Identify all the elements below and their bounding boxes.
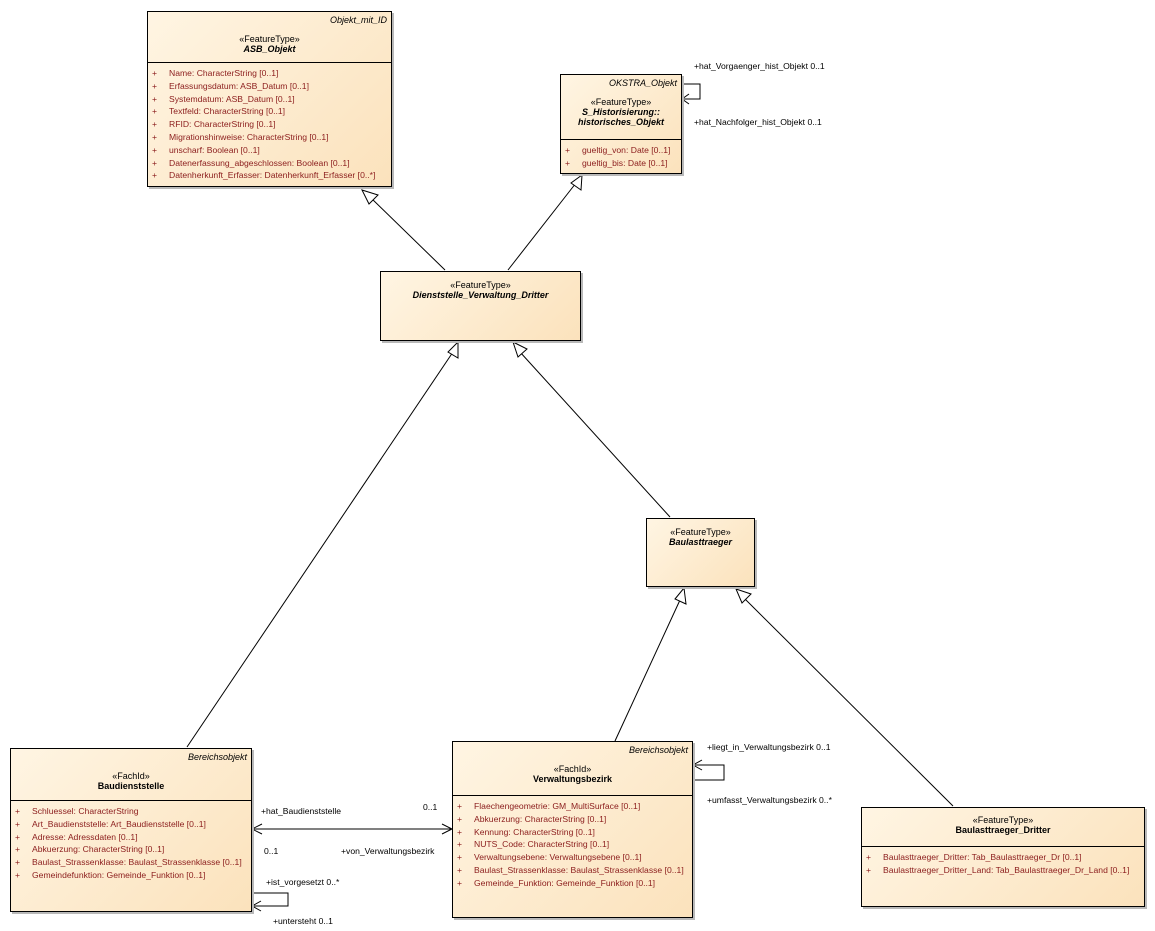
stereotype-label: «FeatureType»: [972, 815, 1034, 825]
generalization-arrowhead: [361, 189, 379, 205]
attribute-list: +gueltig_von: Date [0..1] +gueltig_bis: …: [561, 140, 681, 170]
attribute-row: +Adresse: Adressdaten [0..1]: [15, 831, 138, 842]
class-name: historisches_Objekt: [577, 117, 665, 127]
self-association-line: [252, 892, 289, 907]
attribute-row: +Abkuerzung: CharacterString [0..1]: [15, 844, 165, 855]
role-label-hat-nachfolger: +hat_Nachfolger_hist_Objekt 0..1: [694, 117, 822, 127]
attribute-row: +Systemdatum: ASB_Datum [0..1]: [152, 93, 295, 104]
class-name: Baulasttraeger_Dritter: [955, 825, 1051, 835]
attribute-row: +Baulasttraeger_Dritter: Tab_Baulasttrae…: [866, 852, 1082, 862]
class-header: Bereichsobjekt «FachId» Baudienststelle: [11, 749, 251, 801]
class-name: Baulasttraeger: [668, 537, 733, 547]
stereotype-label: «FeatureType»: [239, 34, 300, 44]
stereotype-label: «FeatureType»: [670, 527, 731, 537]
class-header: Bereichsobjekt «FachId» Verwaltungsbezir…: [453, 742, 692, 796]
role-label-ist-vorgesetzt: +ist_vorgesetzt 0..*: [266, 877, 340, 887]
parent-class-label: Objekt_mit_ID: [329, 15, 387, 25]
class-baulasttraeger[interactable]: «FeatureType» Baulasttraeger: [646, 518, 755, 587]
class-asb-objekt[interactable]: Objekt_mit_ID «FeatureType» ASB_Objekt +…: [147, 11, 392, 187]
self-association-line: [693, 764, 725, 781]
stereotype-label: «FachId»: [553, 764, 592, 774]
attribute-row: +Verwaltungsebene: Verwaltungsebene [0..…: [457, 852, 642, 863]
class-name: Dienststelle_Verwaltung_Dritter: [412, 290, 549, 300]
class-name: S_Historisierung::: [581, 107, 660, 117]
generalization-arrowhead: [735, 588, 752, 604]
generalization-arrowhead: [674, 586, 687, 605]
role-label-untersteht: +untersteht 0..1: [273, 916, 333, 926]
association-arrowhead: [250, 823, 263, 835]
attribute-row: +Baulast_Strassenklasse: Baulast_Strasse…: [457, 864, 684, 875]
generalization-line: [186, 351, 454, 748]
generalization-arrowhead: [447, 340, 459, 359]
attribute-list: +Name: CharacterString [0..1] +Erfassung…: [148, 63, 391, 182]
parent-class-label: OKSTRA_Objekt: [608, 78, 677, 88]
class-name: Verwaltungsbezirk: [532, 774, 613, 784]
attribute-row: +Abkuerzung: CharacterString [0..1]: [457, 813, 607, 824]
attribute-row: +NUTS_Code: CharacterString [0..1]: [457, 839, 610, 850]
class-dienststelle-verwaltung-dritter[interactable]: «FeatureType» Dienststelle_Verwaltung_Dr…: [380, 271, 581, 341]
attribute-list: +Schluessel: CharacterString +Art_Baudie…: [11, 801, 251, 882]
class-verwaltungsbezirk[interactable]: Bereichsobjekt «FachId» Verwaltungsbezir…: [452, 741, 693, 918]
class-baulasttraeger-dritter[interactable]: «FeatureType» Baulasttraeger_Dritter +Ba…: [861, 807, 1145, 907]
role-label-liegt-in-verwaltungsbezirk: +liegt_in_Verwaltungsbezirk 0..1: [707, 742, 831, 752]
attribute-row: +RFID: CharacterString [0..1]: [152, 119, 276, 130]
class-header: «FeatureType» Baulasttraeger: [647, 519, 754, 586]
association-arrowhead: [681, 93, 690, 105]
attribute-row: +Gemeindefunktion: Gemeinde_Funktion [0.…: [15, 869, 206, 880]
self-association-line: [682, 83, 701, 100]
generalization-line: [743, 597, 954, 807]
attribute-row: +Baulast_Strassenklasse: Baulast_Strasse…: [15, 857, 242, 868]
generalization-arrowhead: [570, 173, 583, 191]
multiplicity-label: 0..1: [264, 846, 279, 856]
class-header: «FeatureType» Dienststelle_Verwaltung_Dr…: [381, 272, 580, 340]
attribute-row: +Kennung: CharacterString [0..1]: [457, 826, 595, 837]
attribute-row: +Baulasttraeger_Dritter_Land: Tab_Baulas…: [866, 864, 1130, 875]
generalization-line: [368, 195, 446, 271]
attribute-row: +Art_Baudienststelle: Art_Baudienststell…: [15, 818, 206, 829]
class-baudienststelle[interactable]: Bereichsobjekt «FachId» Baudienststelle …: [10, 748, 252, 912]
class-name: ASB_Objekt: [243, 44, 296, 54]
attribute-list: +Baulasttraeger_Dritter: Tab_Baulasttrae…: [862, 847, 1144, 877]
generalization-arrowhead: [512, 341, 528, 358]
attribute-row: +Gemeinde_Funktion: Gemeinde_Funktion [0…: [457, 877, 656, 888]
generalization-line: [614, 599, 681, 742]
attribute-row: +Erfassungsdatum: ASB_Datum [0..1]: [152, 80, 309, 91]
attribute-row: +Migrationshinweise: CharacterString [0.…: [152, 131, 329, 142]
attribute-row: +Datenherkunft_Erfasser: Datenherkunft_E…: [152, 170, 376, 181]
attribute-row: +Flaechengeometrie: GM_MultiSurface [0..…: [457, 801, 641, 811]
role-label-hat-vorgaenger: +hat_Vorgaenger_hist_Objekt 0..1: [694, 61, 825, 71]
stereotype-label: «FachId»: [112, 771, 150, 781]
class-name: Baudienststelle: [97, 781, 165, 791]
multiplicity-label: 0..1: [423, 802, 438, 812]
class-historisches-objekt[interactable]: OKSTRA_Objekt «FeatureType» S_Historisie…: [560, 74, 682, 174]
attribute-row: +Schluessel: CharacterString: [15, 806, 139, 816]
parent-class-label: Bereichsobjekt: [628, 745, 688, 755]
parent-class-label: Bereichsobjekt: [187, 752, 247, 762]
role-label-hat-baudienststelle: +hat_Baudienststelle: [261, 806, 342, 816]
attribute-row: +Datenerfassung_abgeschlossen: Boolean […: [152, 157, 350, 168]
attribute-row: +unscharf: Boolean [0..1]: [152, 144, 260, 155]
association-arrowhead: [691, 759, 703, 771]
class-header: «FeatureType» Baulasttraeger_Dritter: [862, 808, 1144, 847]
role-label-von-verwaltungsbezirk: +von_Verwaltungsbezirk: [341, 846, 435, 856]
role-label-umfasst-verwaltungsbezirk: +umfasst_Verwaltungsbezirk 0..*: [707, 795, 832, 805]
generalization-line: [519, 351, 671, 518]
association-arrowhead: [250, 900, 262, 912]
attribute-row: +gueltig_bis: Date [0..1]: [565, 157, 668, 168]
attribute-row: +gueltig_von: Date [0..1]: [565, 145, 671, 155]
stereotype-label: «FeatureType»: [590, 97, 652, 107]
class-header: Objekt_mit_ID «FeatureType» ASB_Objekt: [148, 12, 391, 63]
stereotype-label: «FeatureType»: [450, 280, 511, 290]
attribute-row: +Textfeld: CharacterString [0..1]: [152, 106, 286, 117]
attribute-row: +Name: CharacterString [0..1]: [152, 68, 279, 78]
class-header: OKSTRA_Objekt «FeatureType» S_Historisie…: [561, 75, 681, 140]
attribute-list: +Flaechengeometrie: GM_MultiSurface [0..…: [453, 796, 692, 890]
generalization-line: [507, 182, 577, 271]
